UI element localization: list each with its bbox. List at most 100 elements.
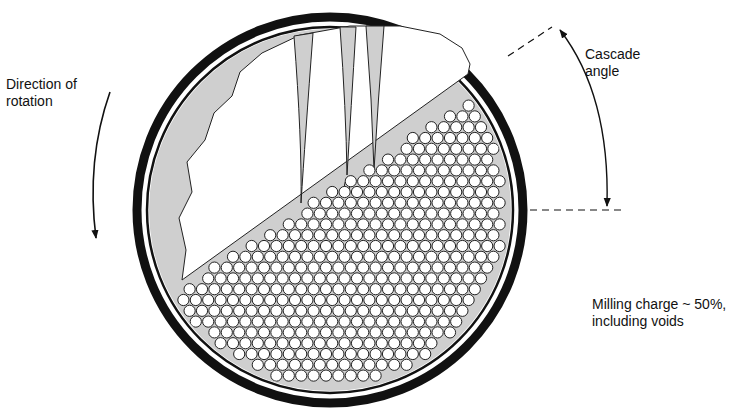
grinding-ball [302, 251, 313, 262]
grinding-ball [358, 370, 369, 381]
grinding-ball [339, 208, 350, 219]
ball-charge [178, 100, 505, 381]
grinding-ball [240, 294, 251, 305]
grinding-ball [296, 284, 307, 295]
grinding-ball [258, 240, 269, 251]
grinding-ball [451, 273, 462, 284]
grinding-ball [271, 284, 282, 295]
grinding-ball [364, 338, 375, 349]
grinding-ball [320, 284, 331, 295]
slurry-drip [294, 33, 313, 203]
grinding-ball [389, 294, 400, 305]
grinding-ball [314, 208, 325, 219]
grinding-ball [463, 230, 474, 241]
grinding-ball [432, 132, 443, 143]
grinding-ball [432, 197, 443, 208]
grinding-ball [426, 186, 437, 197]
grinding-ball [246, 262, 257, 273]
grinding-ball [234, 348, 245, 359]
grinding-ball [358, 327, 369, 338]
grinding-ball [320, 262, 331, 273]
grinding-ball [234, 262, 245, 273]
grinding-ball [227, 273, 238, 284]
grinding-ball [475, 273, 486, 284]
grinding-ball [482, 240, 493, 251]
grinding-ball [401, 338, 412, 349]
grinding-ball [444, 305, 455, 316]
grinding-ball [364, 186, 375, 197]
grinding-ball [482, 154, 493, 165]
grinding-ball [420, 176, 431, 187]
grinding-ball [376, 230, 387, 241]
grinding-ball [389, 230, 400, 241]
grinding-ball [401, 316, 412, 327]
grinding-ball [469, 262, 480, 273]
grinding-ball [376, 359, 387, 370]
grinding-ball [221, 327, 232, 338]
grinding-ball [432, 154, 443, 165]
grinding-ball [258, 327, 269, 338]
grinding-ball [333, 197, 344, 208]
grinding-ball [444, 219, 455, 230]
grinding-ball [463, 273, 474, 284]
grinding-ball [327, 251, 338, 262]
grinding-ball [252, 316, 263, 327]
grinding-ball [389, 251, 400, 262]
grinding-ball [246, 305, 257, 316]
grinding-ball [215, 316, 226, 327]
grinding-ball [320, 219, 331, 230]
grinding-ball [438, 230, 449, 241]
grinding-ball [451, 294, 462, 305]
grinding-ball [438, 273, 449, 284]
grinding-ball [265, 359, 276, 370]
grinding-ball [234, 305, 245, 316]
grinding-ball [302, 316, 313, 327]
grinding-ball [482, 262, 493, 273]
grinding-ball [265, 273, 276, 284]
grinding-ball [407, 132, 418, 143]
grinding-ball [488, 230, 499, 241]
grinding-ball [420, 262, 431, 273]
grinding-ball [345, 284, 356, 295]
grinding-ball [457, 197, 468, 208]
grinding-ball [190, 294, 201, 305]
grinding-ball [364, 273, 375, 284]
grinding-ball [395, 327, 406, 338]
grinding-ball [289, 273, 300, 284]
grinding-ball [407, 176, 418, 187]
grinding-ball [401, 230, 412, 241]
grinding-ball [401, 143, 412, 154]
grinding-ball [389, 208, 400, 219]
grinding-ball [227, 316, 238, 327]
grinding-ball [234, 284, 245, 295]
cavity [179, 26, 470, 280]
grinding-ball [327, 316, 338, 327]
grinding-ball [482, 197, 493, 208]
grinding-ball [327, 294, 338, 305]
grinding-ball [494, 176, 505, 187]
grinding-ball [426, 338, 437, 349]
grinding-ball [333, 219, 344, 230]
grinding-ball [401, 208, 412, 219]
grinding-ball [376, 208, 387, 219]
grinding-ball [345, 262, 356, 273]
grinding-ball [320, 197, 331, 208]
grinding-ball [432, 176, 443, 187]
grinding-ball [370, 370, 381, 381]
grinding-ball [345, 305, 356, 316]
grinding-ball [277, 359, 288, 370]
grinding-ball [426, 165, 437, 176]
grinding-ball [308, 327, 319, 338]
grinding-ball [240, 316, 251, 327]
grinding-ball [463, 165, 474, 176]
grinding-ball [203, 273, 214, 284]
grinding-ball [308, 219, 319, 230]
grinding-ball [252, 294, 263, 305]
grinding-ball [463, 122, 474, 133]
grinding-ball [289, 338, 300, 349]
rotation-arrow [93, 92, 110, 238]
grinding-ball [382, 240, 393, 251]
grinding-ball [302, 359, 313, 370]
grinding-ball [488, 208, 499, 219]
grinding-ball [358, 262, 369, 273]
